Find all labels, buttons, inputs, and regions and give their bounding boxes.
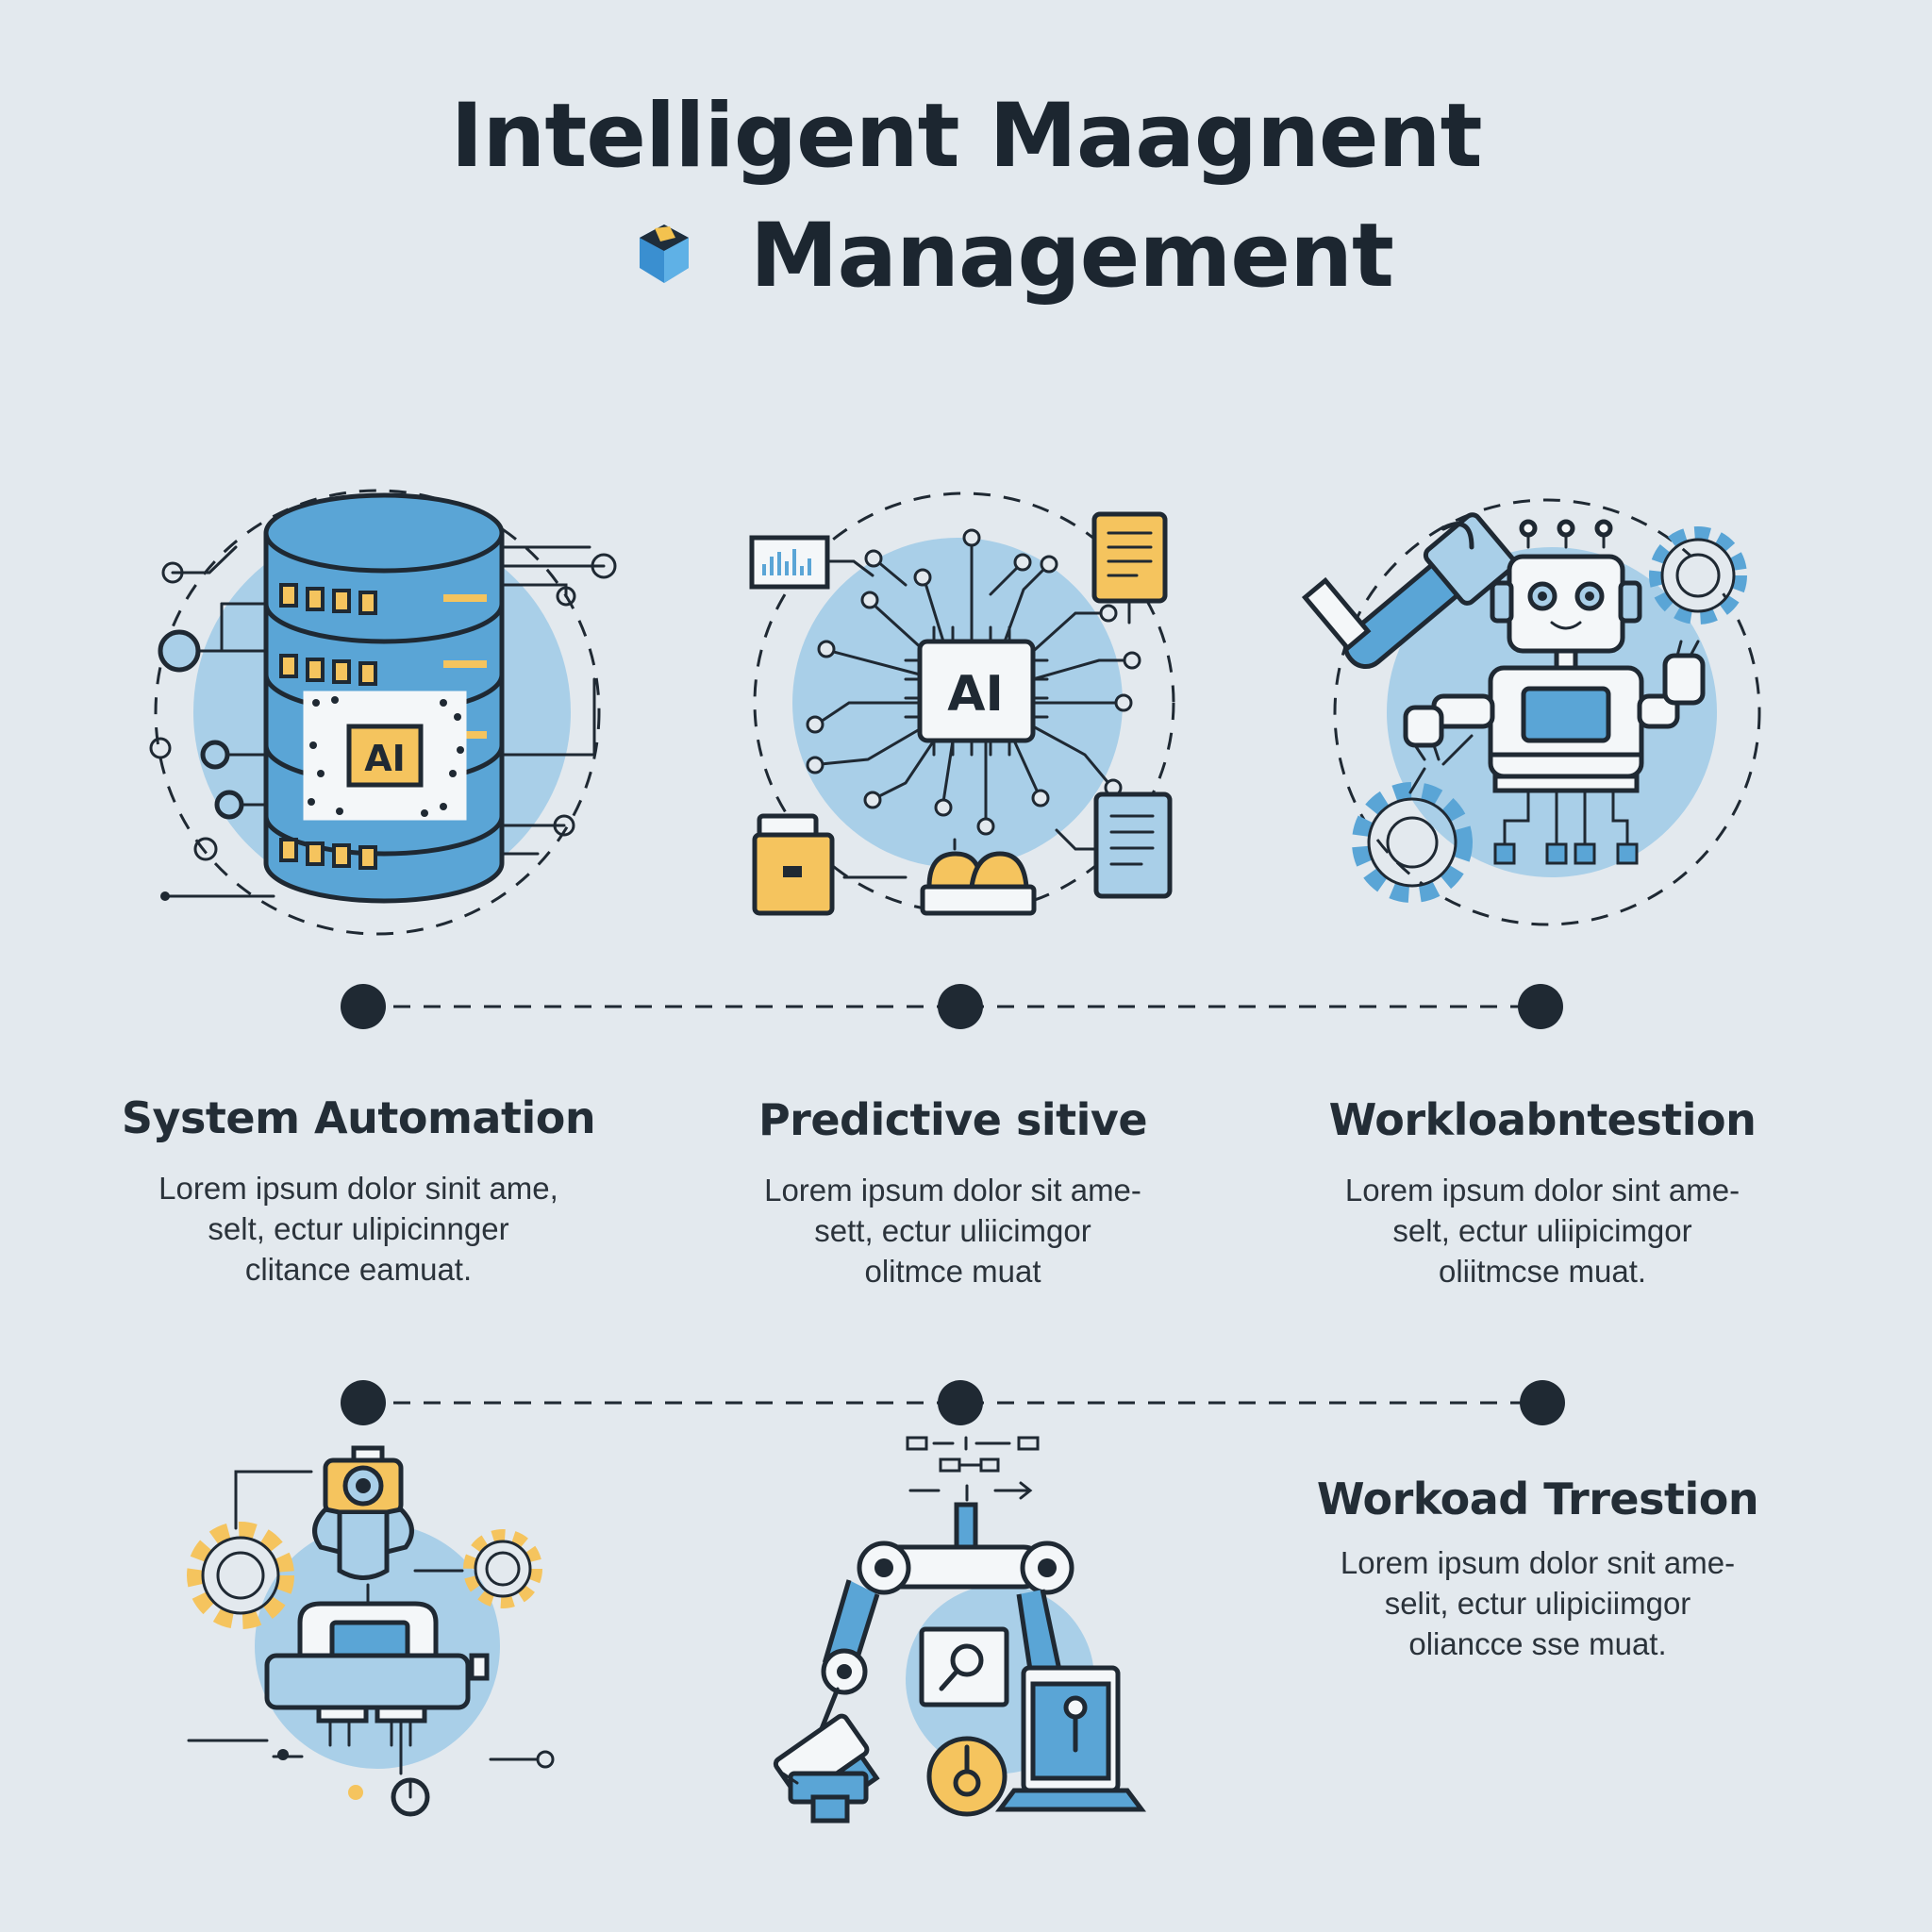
item-description-1: Lorem ipsum dolor sinit ame, selt, ectur… xyxy=(94,1168,623,1290)
timeline-node xyxy=(1518,984,1563,1029)
item-heading-predictive: Predictive sitive xyxy=(758,1094,1148,1145)
item-description-2: Lorem ipsum dolor sit ame- sett, ectur u… xyxy=(689,1170,1217,1291)
description-line: selit, ectur ulipiciimgor xyxy=(1384,1586,1691,1621)
description-line: Lorem ipsum dolor sinit ame, xyxy=(158,1171,558,1206)
item-heading-workload-2: Workoad Trrestion xyxy=(1316,1474,1759,1524)
description-line: selt, ectur uliipicimgor xyxy=(1392,1213,1692,1248)
ai-chip-label: AI xyxy=(364,738,406,779)
description-line: sett, ectur uliicimgor xyxy=(814,1213,1091,1248)
hexagon-logo-icon xyxy=(640,225,689,283)
timeline-node xyxy=(341,1380,386,1425)
description-line: Lorem ipsum dolor sit ame- xyxy=(764,1173,1141,1208)
timeline-node xyxy=(341,984,386,1029)
robot-gears-icon xyxy=(1301,498,1761,926)
timeline-node xyxy=(938,984,983,1029)
description-line: Lorem ipsum dolor snit ame- xyxy=(1340,1545,1736,1580)
description-line: oliancce sse muat. xyxy=(1408,1626,1667,1661)
robotic-arm-icon xyxy=(773,1436,1146,1824)
description-line: oliitmcse muat. xyxy=(1438,1254,1647,1289)
description-line: Lorem ipsum dolor sint ame- xyxy=(1344,1173,1740,1208)
timeline-node xyxy=(1520,1380,1565,1425)
item-heading-system-automation: System Automation xyxy=(121,1092,596,1143)
item-description-4: Lorem ipsum dolor snit ame- selit, ectur… xyxy=(1274,1542,1802,1664)
camera-robot-gears-icon xyxy=(187,1445,555,1817)
timeline-row-1 xyxy=(341,984,1563,1029)
item-heading-workload-1: Workloabntestion xyxy=(1328,1094,1757,1145)
item-description-3: Lorem ipsum dolor sint ame- selt, ectur … xyxy=(1278,1170,1807,1291)
timeline-row-2 xyxy=(341,1380,1565,1425)
description-line: olitmce muat xyxy=(864,1254,1041,1289)
page-subtitle: Management xyxy=(750,205,1394,308)
ai-chip-network-icon: AI xyxy=(749,491,1175,916)
timeline-node xyxy=(938,1380,983,1425)
page-title: Intelligent Maagnent xyxy=(450,85,1482,188)
ai-chip-label-2: AI xyxy=(947,666,1004,723)
description-line: clitance eamuat. xyxy=(244,1252,473,1287)
ai-database-icon: AI xyxy=(149,489,617,936)
description-line: selt, ectur ulipicinnger xyxy=(208,1211,509,1246)
